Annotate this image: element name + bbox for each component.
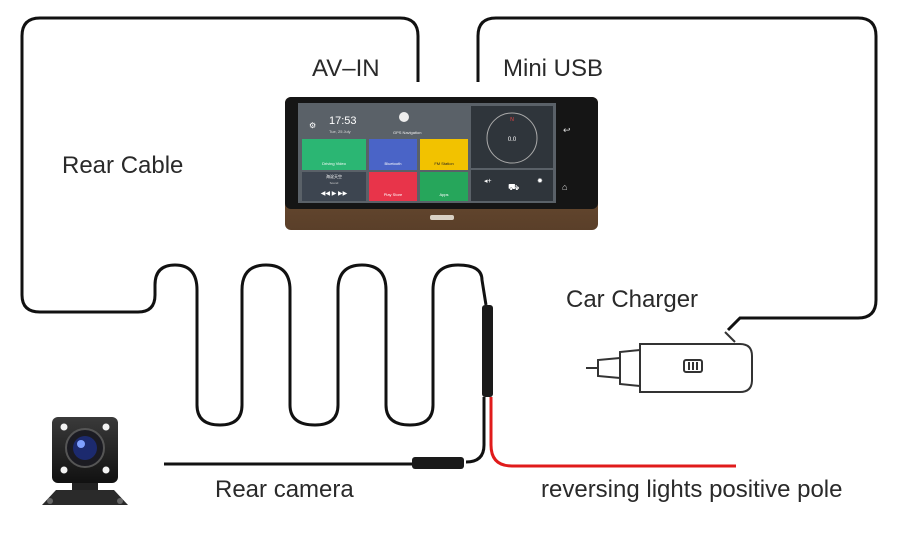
camera-connector: [412, 457, 464, 469]
tile-play-store-label: Play Store: [384, 192, 403, 197]
charger-cable-wire: [476, 16, 878, 332]
compass-dial: [486, 112, 538, 164]
gps-label: GPS Navigation: [393, 130, 421, 135]
mini-usb-label: Mini USB: [503, 55, 604, 82]
coiled-cable-wire: [153, 263, 488, 427]
tile-bluetooth-label: Bluetooth: [385, 161, 402, 166]
clock-text: 17:53: [329, 115, 357, 127]
av-in-label: AV–IN: [312, 55, 380, 82]
inline-connector: [482, 305, 493, 397]
tile-apps: [420, 172, 468, 201]
car-icon: ⛟: [508, 182, 519, 192]
car-charger-plug: [586, 331, 753, 393]
positive-pole-wire: [489, 397, 736, 468]
reversing-lights-label: reversing lights positive pole: [541, 476, 843, 503]
weather-text: 海淀天空: [326, 173, 342, 179]
settings-icon: ⚙: [309, 121, 316, 130]
rear-camera-device: [42, 417, 128, 505]
rear-cable-wire: [20, 16, 420, 314]
tile-fm-station: [420, 139, 468, 170]
rear-cable-label: Rear Cable: [62, 152, 184, 179]
dash-display-device: ⚙ 17:53 Tue, 25 July GPS Navigation Driv…: [285, 97, 598, 230]
tile-apps-label: Apps: [439, 192, 448, 197]
back-icon: ↩: [563, 125, 571, 135]
gps-icon: [399, 112, 409, 122]
rear-camera-label: Rear camera: [215, 476, 354, 503]
date-text: Tue, 25 July: [329, 129, 351, 134]
car-charger-label: Car Charger: [566, 286, 699, 313]
compass-north: N: [510, 117, 514, 123]
tile-driving-video: [302, 139, 366, 170]
tile-bluetooth: [369, 139, 417, 170]
compass-panel: [471, 106, 553, 168]
quick-toggles: [471, 170, 553, 201]
tile-music: [302, 172, 366, 201]
brightness-icon: ✹: [537, 177, 543, 185]
compass-value: 0.0: [508, 137, 517, 143]
camera-feed-wire: [465, 397, 486, 464]
media-controls-icon: ◀◀ ▶ ▶▶: [321, 191, 348, 197]
tile-driving-video-label: Driving Video: [322, 161, 346, 166]
home-icon: ⌂: [562, 182, 567, 192]
tile-fm-station-label: FM Station: [434, 161, 453, 166]
tile-play-store: [369, 172, 417, 201]
music-sub-text: Sound: [330, 181, 339, 185]
volume-icon: ◂+: [484, 178, 492, 185]
